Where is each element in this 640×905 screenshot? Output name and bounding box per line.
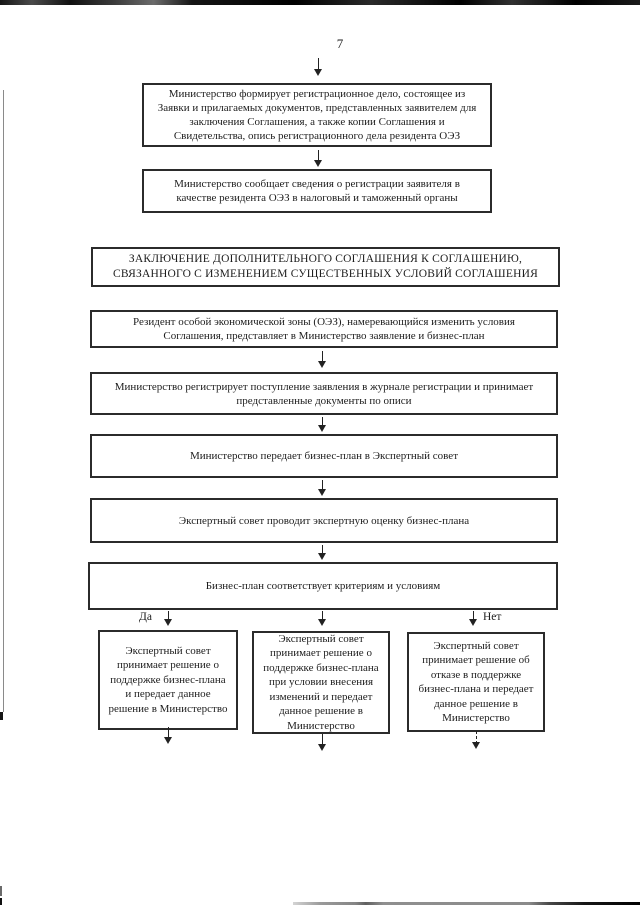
flow-box-outcome-support: Экспертный совет принимает решение о под… bbox=[98, 630, 238, 730]
flow-box-outcome-support-with-changes: Экспертный совет принимает решение о под… bbox=[252, 631, 390, 734]
scan-edge-left bbox=[3, 90, 4, 712]
arrow-down-icon bbox=[318, 351, 327, 368]
arrow-down-icon bbox=[164, 611, 173, 626]
branch-label-yes: Да bbox=[139, 611, 152, 623]
section-title: ЗАКЛЮЧЕНИЕ ДОПОЛНИТЕЛЬНОГО СОГЛАШЕНИЯ К … bbox=[91, 247, 560, 287]
arrow-down-icon bbox=[469, 611, 478, 626]
arrow-down-icon bbox=[318, 734, 327, 751]
arrow-down-icon bbox=[318, 611, 327, 626]
flow-box-notify-authorities: Министерство сообщает сведения о регистр… bbox=[142, 169, 492, 213]
arrow-down-icon bbox=[318, 417, 327, 432]
arrow-down-icon bbox=[164, 727, 173, 744]
flow-box-expert-review: Экспертный совет проводит экспертную оце… bbox=[90, 498, 558, 543]
flow-box-decision-criteria: Бизнес-план соответствует критериям и ус… bbox=[88, 562, 558, 610]
flow-box-ministry-registers: Министерство регистрирует поступление за… bbox=[90, 372, 558, 415]
flow-box-resident-application: Резидент особой экономической зоны (ОЭЗ)… bbox=[90, 310, 558, 348]
scan-mark bbox=[0, 886, 2, 896]
flow-box-ministry-forwards-plan: Министерство передает бизнес-план в Эксп… bbox=[90, 434, 558, 478]
flow-box-registration-file: Министерство формирует регистрационное д… bbox=[142, 83, 492, 147]
arrow-down-icon bbox=[472, 731, 481, 749]
flow-box-outcome-refusal: Экспертный совет принимает решение об от… bbox=[407, 632, 545, 732]
page-number: 7 bbox=[336, 36, 344, 51]
scan-edge-top bbox=[0, 0, 640, 5]
arrow-down-icon bbox=[314, 150, 323, 167]
arrow-down-icon bbox=[314, 58, 323, 76]
scan-mark bbox=[0, 898, 2, 905]
branch-label-no: Нет bbox=[483, 611, 502, 623]
scan-mark bbox=[0, 712, 3, 720]
arrow-down-icon bbox=[318, 545, 327, 560]
arrow-down-icon bbox=[318, 480, 327, 496]
scan-edge-bottom bbox=[293, 902, 640, 905]
